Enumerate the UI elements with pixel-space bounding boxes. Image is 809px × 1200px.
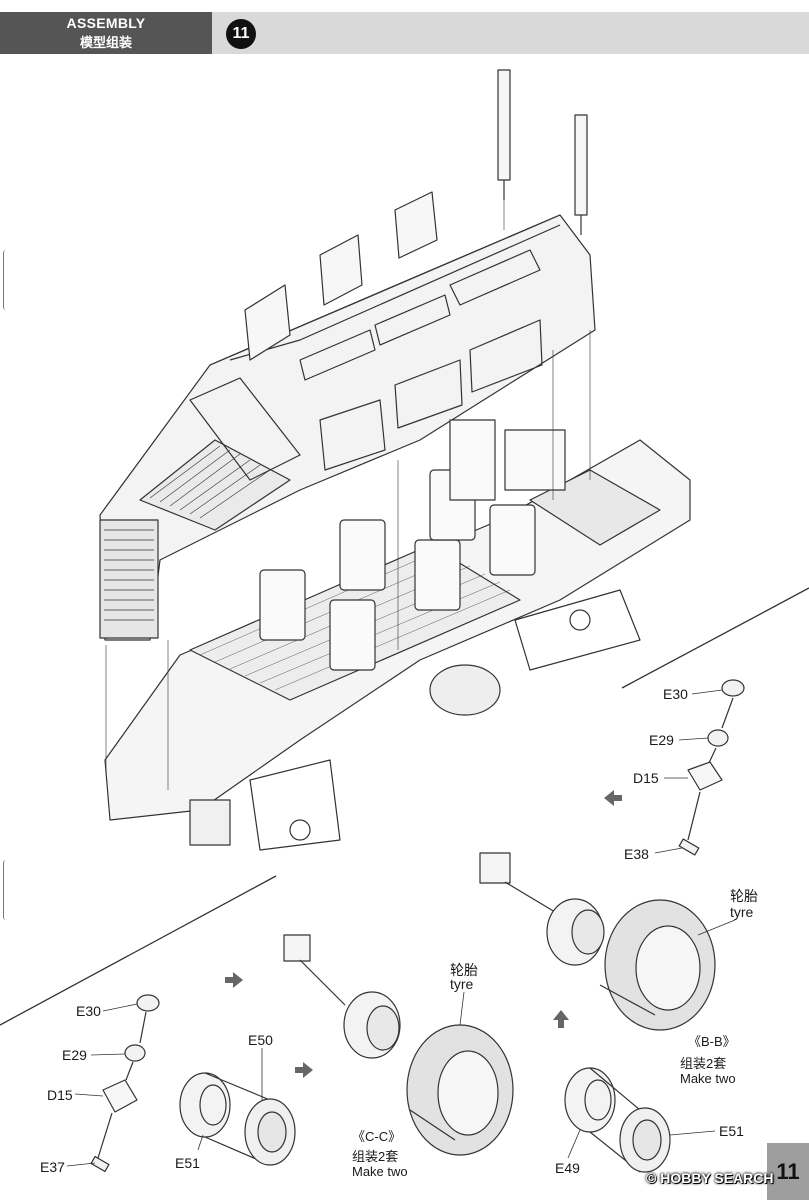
vehicle-chassis [104, 419, 691, 851]
part-label-e51: E51 [719, 1123, 744, 1139]
section-title: ASSEMBLY [66, 15, 146, 31]
damper-group-right [678, 679, 745, 856]
section-subtitle: 模型组装 [79, 35, 132, 50]
part-label-e30: E30 [663, 686, 688, 702]
part-label-e50: E50 [248, 1032, 273, 1048]
page-number: 11 [767, 1143, 809, 1200]
part-label-e49: E49 [555, 1160, 580, 1176]
subassembly-qty-cn-bb: 组装2套 [680, 1056, 727, 1071]
subassembly-title-cc: 《C-C》 [352, 1129, 402, 1144]
binder-mark [3, 860, 10, 920]
part-label-d15: D15 [633, 770, 659, 786]
binder-mark [3, 250, 10, 310]
tyre-label-cn: 轮胎 [450, 962, 478, 978]
part-label-e30: E30 [76, 1003, 101, 1019]
arrow-icon [225, 790, 622, 1078]
divider-line [0, 875, 277, 1026]
subassembly-qty-en-cc: Make two [352, 1164, 408, 1179]
arrow-up-icon [553, 1010, 569, 1028]
step-number-badge: 11 [226, 19, 256, 49]
wheel-assembly-cc [283, 934, 514, 1156]
rim-halves-left [179, 1072, 296, 1166]
subassembly-title-bb: 《B-B》 [688, 1034, 736, 1049]
part-label-e37: E37 [40, 1159, 65, 1175]
part-label-d15: D15 [47, 1087, 73, 1103]
vehicle-hull [99, 69, 596, 641]
divider-line [621, 587, 809, 689]
guide-lines [105, 200, 591, 790]
tyre-label-cn: 轮胎 [730, 888, 758, 904]
wheel-assembly-bb [479, 852, 716, 1031]
tyre-label-en: tyre [730, 904, 754, 920]
part-label-e51: E51 [175, 1155, 200, 1171]
watermark: © HOBBY SEARCH [646, 1170, 774, 1186]
section-badge: ASSEMBLY 模型组装 [0, 12, 212, 54]
damper-group-left [90, 994, 160, 1173]
tyre-label-en: tyre [450, 976, 474, 992]
part-label-e29: E29 [649, 732, 674, 748]
callout-leaders [66, 689, 736, 1167]
subassembly-qty-cn-cc: 组装2套 [352, 1149, 399, 1164]
part-label-e38: E38 [624, 846, 649, 862]
rim-halves-right [564, 1067, 671, 1173]
part-label-e29: E29 [62, 1047, 87, 1063]
subassembly-qty-en-bb: Make two [680, 1071, 736, 1086]
